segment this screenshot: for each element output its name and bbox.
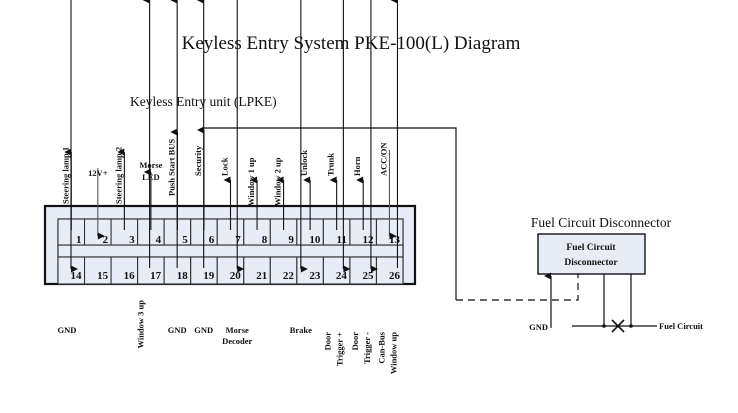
pin-number: 24 <box>336 270 348 282</box>
pin-label-1: Steering lamp 1 <box>60 147 70 204</box>
pin-label-10: Unlock <box>299 150 309 176</box>
pin-number: 6 <box>209 234 215 246</box>
security-route-wire <box>204 127 457 300</box>
cut-x-icon <box>611 319 625 333</box>
pin-number: 21 <box>256 270 267 282</box>
pin-label-12: Horn <box>352 156 362 176</box>
pin-cell-26 <box>375 256 404 285</box>
pin-number: 1 <box>76 234 82 246</box>
pin-label-25: Door <box>350 332 360 351</box>
pin-label-6: Security <box>193 145 203 176</box>
fuel-box <box>537 233 646 275</box>
fuel-gnd-label: GND <box>529 322 548 332</box>
pin-label-13: ACC/ON <box>378 142 388 176</box>
pin-number: 17 <box>150 270 162 282</box>
pin-number: 7 <box>235 234 241 246</box>
pin-cell-17 <box>137 256 165 285</box>
pin-label-20: Morse <box>226 325 249 335</box>
pin-label-24: Door <box>322 332 332 351</box>
pin-number: 3 <box>129 234 135 246</box>
pin-label-25: Trigger - <box>362 332 372 364</box>
pin-label-4: LED <box>142 172 159 182</box>
pin-number: 16 <box>124 270 136 282</box>
pin-label-17: Window 3 up <box>136 300 146 349</box>
pin-number: 25 <box>362 270 374 282</box>
pin-number: 4 <box>156 234 162 246</box>
fuel-box-line1: Fuel Circuit <box>566 243 616 253</box>
pin-number: 12 <box>362 234 374 246</box>
pin-label-2: 12V+ <box>88 168 108 178</box>
pin-label-14: GND <box>58 325 77 335</box>
pin-number: 22 <box>283 270 295 282</box>
pin-number: 26 <box>389 270 401 282</box>
pin-number: 18 <box>177 270 189 282</box>
connector-divider <box>57 244 404 258</box>
pin-number: 23 <box>309 270 321 282</box>
pin-number: 15 <box>97 270 109 282</box>
pin-label-26: Can-Bus <box>376 331 386 363</box>
pin-number: 13 <box>389 234 401 246</box>
pin-label-11: Trunk <box>326 153 336 176</box>
pin-number: 14 <box>71 270 83 282</box>
fuel-box-line2: Disconnector <box>564 258 618 268</box>
pin-cell-16 <box>110 256 139 285</box>
pin-label-23: Brake <box>290 325 312 335</box>
fuel-disconnector: Fuel Circuit Disconnector GND Fuel Circu… <box>529 233 703 333</box>
fuel-circuit-label: Fuel Circuit <box>659 321 703 331</box>
pin-label-24: Trigger + <box>334 332 344 366</box>
diagram-title: Keyless Entry System PKE-100(L) Diagram <box>182 33 521 54</box>
pin-number: 19 <box>203 270 215 282</box>
pin-label-18: GND <box>168 325 187 335</box>
pin-number: 9 <box>288 234 294 246</box>
pin-number: 5 <box>182 234 188 246</box>
pin-label-8: Window 1 up <box>246 157 256 206</box>
junction-dot-1 <box>602 324 606 328</box>
pin-label-5: Push Start BUS <box>166 139 176 196</box>
pin-label-26: Window up <box>388 332 398 374</box>
pin-number: 2 <box>103 234 109 246</box>
pin-label-4: Morse <box>139 160 162 170</box>
junction-dot-2 <box>629 324 633 328</box>
pin-label-19: GND <box>194 325 213 335</box>
pin-number: 20 <box>230 270 242 282</box>
pin-label-9: Window 2 up <box>273 157 283 206</box>
pin-cell-21 <box>243 256 271 285</box>
pin-number: 10 <box>309 234 321 246</box>
fuel-section-label: Fuel Circuit Disconnector <box>531 215 672 230</box>
pin-label-3: Steering lamp 2 <box>113 147 123 204</box>
pin-cell-15 <box>83 256 112 285</box>
pin-label-7: Lock <box>220 157 230 176</box>
pin-number: 11 <box>337 234 347 246</box>
security-dashed-link <box>456 274 579 301</box>
pin-number: 8 <box>262 234 268 246</box>
pin-label-20: Decoder <box>222 336 252 346</box>
pin-cell-22 <box>269 256 298 285</box>
